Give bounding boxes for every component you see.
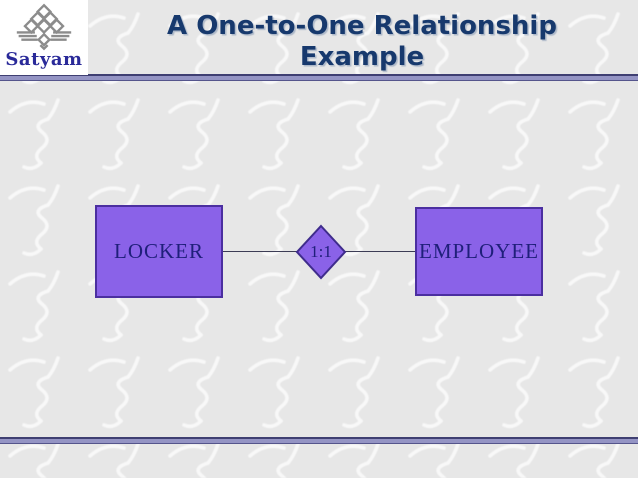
- entity-box-employee: EMPLOYEE: [415, 207, 543, 296]
- satyam-logo: Satyam: [0, 0, 88, 75]
- relationship-label: 1:1: [310, 242, 332, 261]
- entity-label-employee: EMPLOYEE: [419, 239, 539, 263]
- satyam-logo-text: Satyam: [5, 49, 83, 70]
- header-separator-line: [0, 74, 638, 81]
- diamond-shape-icon: [295, 224, 347, 280]
- slide-title: A One-to-One Relationship Example: [88, 11, 636, 73]
- entity-label-locker: LOCKER: [114, 239, 204, 263]
- entity-box-locker: LOCKER: [95, 205, 223, 298]
- relationship-diamond: 1:1: [295, 224, 347, 280]
- slide-title-line-1: A One-to-One Relationship: [167, 11, 557, 41]
- footer-separator-line: [0, 437, 638, 444]
- satyam-lattice-icon: [16, 3, 72, 51]
- slide-title-line-2: Example: [299, 42, 425, 72]
